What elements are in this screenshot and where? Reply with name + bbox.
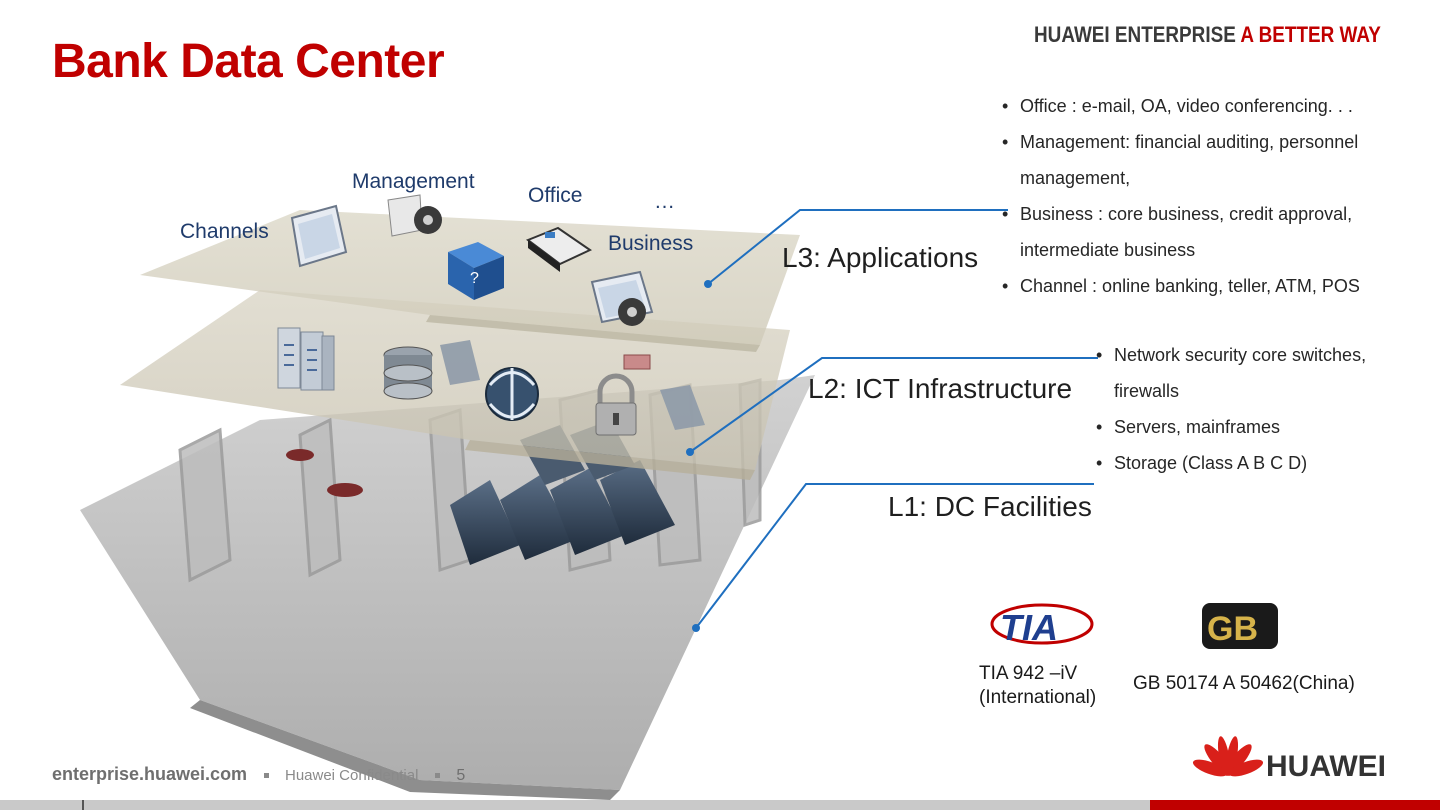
app-label-ellipsis: … [654, 190, 675, 213]
bottom-bar-tick [82, 800, 84, 810]
padlock-icon [595, 373, 637, 436]
layer-label-l1: L1: DC Facilities [888, 491, 1092, 522]
database-icon [383, 346, 433, 400]
svg-text:?: ? [470, 270, 479, 287]
gb-logo: GB [1202, 603, 1278, 649]
page-number: 5 [456, 767, 466, 784]
connector-lines [689, 209, 1098, 629]
tagline-slogan: A BETTER WAY [1240, 22, 1381, 47]
bottom-bar-accent [1150, 800, 1440, 810]
layer-label-l2: L2: ICT Infrastructure [808, 373, 1073, 404]
l3-item-office: Office : e-mail, OA, video conferencing.… [1002, 88, 1360, 124]
firewall-icon [623, 354, 651, 370]
l3-item-management-cont: management, [1020, 168, 1131, 188]
business-cube-icon: ? [448, 242, 504, 300]
channels-monitor-gear-icon [590, 270, 654, 326]
gb-standard-caption: GB 50174 A 50462(China) [1133, 673, 1355, 694]
app-label-channels: Channels [180, 220, 269, 243]
gb-logo-text: GB [1207, 610, 1258, 648]
tia-logo: TIA [990, 603, 1094, 648]
huawei-logo-text: HUAWEI [1266, 750, 1386, 783]
connector-dots [686, 280, 712, 632]
l3-bullet-list: Office : e-mail, OA, video conferencing.… [1002, 88, 1360, 304]
tia-standard-line1: TIA 942 –iV [979, 663, 1078, 684]
footer-site-link[interactable]: enterprise.huawei.com [52, 764, 248, 784]
globe-icon [485, 367, 539, 421]
meeting-room-tables [286, 449, 363, 497]
brand-tagline: HUAWEI ENTERPRISE A BETTER WAY [1034, 22, 1381, 48]
tia-logo-text: TIA [1000, 607, 1058, 648]
mini-racks [440, 340, 705, 430]
l3-item-business-cont: intermediate business [1020, 240, 1196, 260]
app-label-management: Management [352, 170, 475, 193]
footer-separator [434, 773, 440, 779]
data-center-illustration: ? TIA GB [80, 194, 1278, 800]
app-label-office: Office [528, 184, 583, 207]
footer: enterprise.huawei.com Huawei Confidentia… [52, 764, 465, 785]
l2-item-network-cont: firewalls [1114, 381, 1180, 401]
huawei-logo-icon [1192, 736, 1264, 777]
l2-item-network: Network security core switches, [1096, 337, 1366, 373]
l3-plane: ? [140, 194, 800, 352]
l2-item-storage: Storage (Class A B C D) [1096, 445, 1366, 481]
tia-standard-line2: (International) [979, 687, 1097, 708]
layer-label-l3: L3: Applications [782, 242, 979, 273]
server-cabinet-icon [277, 327, 335, 391]
l3-item-business: Business : core business, credit approva… [1002, 196, 1360, 232]
office-device-icon [525, 226, 593, 272]
app-label-business: Business [608, 232, 694, 255]
bottom-bar [0, 800, 1440, 810]
l3-item-management: Management: financial auditing, personne… [1002, 124, 1360, 160]
slide-title: Bank Data Center [52, 35, 445, 88]
l2-bullet-list: Network security core switches, firewall… [1096, 337, 1366, 481]
l2-item-servers: Servers, mainframes [1096, 409, 1366, 445]
channels-monitor-icon [290, 204, 348, 268]
footer-confidential: Huawei Confidential [284, 767, 419, 784]
management-gear-icon [387, 194, 442, 237]
footer-separator [263, 773, 269, 779]
l3-item-channel: Channel : online banking, teller, ATM, P… [1002, 268, 1360, 304]
tagline-brand: HUAWEI ENTERPRISE [1034, 22, 1236, 47]
tia-standard-caption: TIA 942 –iV (International) [979, 662, 1096, 710]
